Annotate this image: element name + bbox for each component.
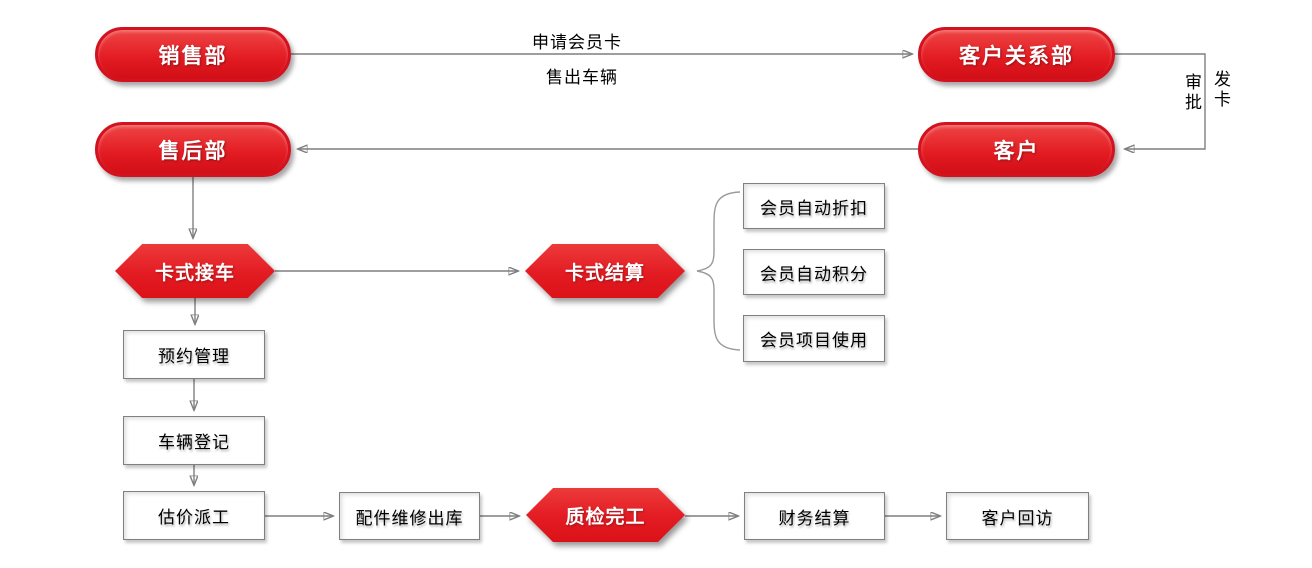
- node-valuation-dispatch-label: 估价派工: [158, 508, 230, 528]
- node-quality-check-complete: 质检完工: [526, 488, 685, 542]
- edge-label-approval: 审批: [1181, 73, 1201, 113]
- node-card-settlement: 卡式结算: [525, 244, 685, 298]
- node-after-sales-dept: 售后部: [95, 122, 291, 177]
- node-financial-settlement-label: 财务结算: [778, 508, 851, 529]
- node-card-reception-label: 卡式接车: [154, 261, 235, 284]
- node-customer-followup: 客户回访: [946, 492, 1089, 540]
- node-member-program-usage: 会员项目使用: [743, 315, 885, 362]
- node-member-auto-discount-label: 会员自动折扣: [760, 198, 868, 219]
- node-member-program-usage-label: 会员项目使用: [760, 331, 868, 351]
- node-customer-label: 客户: [993, 138, 1040, 163]
- node-card-reception: 卡式接车: [115, 244, 275, 298]
- node-parts-repair-outbound-label: 配件维修出库: [355, 508, 464, 529]
- node-card-settlement-label: 卡式结算: [564, 261, 645, 284]
- edge-label-vehicle-sold: 售出车辆: [546, 68, 618, 88]
- node-appointment-management-label: 预约管理: [158, 347, 230, 367]
- node-vehicle-registration-label: 车辆登记: [158, 433, 230, 453]
- node-member-auto-points-label: 会员自动积分: [760, 264, 868, 285]
- brace-settlement-benefits: [696, 191, 741, 351]
- node-customer-followup-label: 客户回访: [981, 508, 1054, 529]
- edge-label-issue-card: 发卡: [1210, 70, 1230, 110]
- node-after-sales-dept-label: 售后部: [158, 138, 228, 163]
- node-vehicle-registration: 车辆登记: [123, 416, 265, 465]
- edge-crm-to-customer: [1114, 53, 1206, 149]
- node-member-auto-discount: 会员自动折扣: [743, 183, 885, 229]
- node-quality-check-complete-label: 质检完工: [565, 505, 646, 528]
- node-member-auto-points: 会员自动积分: [743, 249, 885, 295]
- edge-label-apply-member-card: 申请会员卡: [532, 33, 622, 53]
- node-sales-dept: 销售部: [95, 27, 291, 82]
- node-customer: 客户: [918, 122, 1115, 177]
- node-financial-settlement: 财务结算: [744, 492, 885, 540]
- node-valuation-dispatch: 估价派工: [123, 491, 265, 540]
- node-parts-repair-outbound: 配件维修出库: [339, 492, 480, 540]
- node-appointment-management: 预约管理: [123, 330, 265, 379]
- node-customer-relations-dept: 客户关系部: [918, 27, 1115, 82]
- node-sales-dept-label: 销售部: [158, 43, 228, 68]
- node-customer-relations-dept-label: 客户关系部: [959, 43, 1074, 68]
